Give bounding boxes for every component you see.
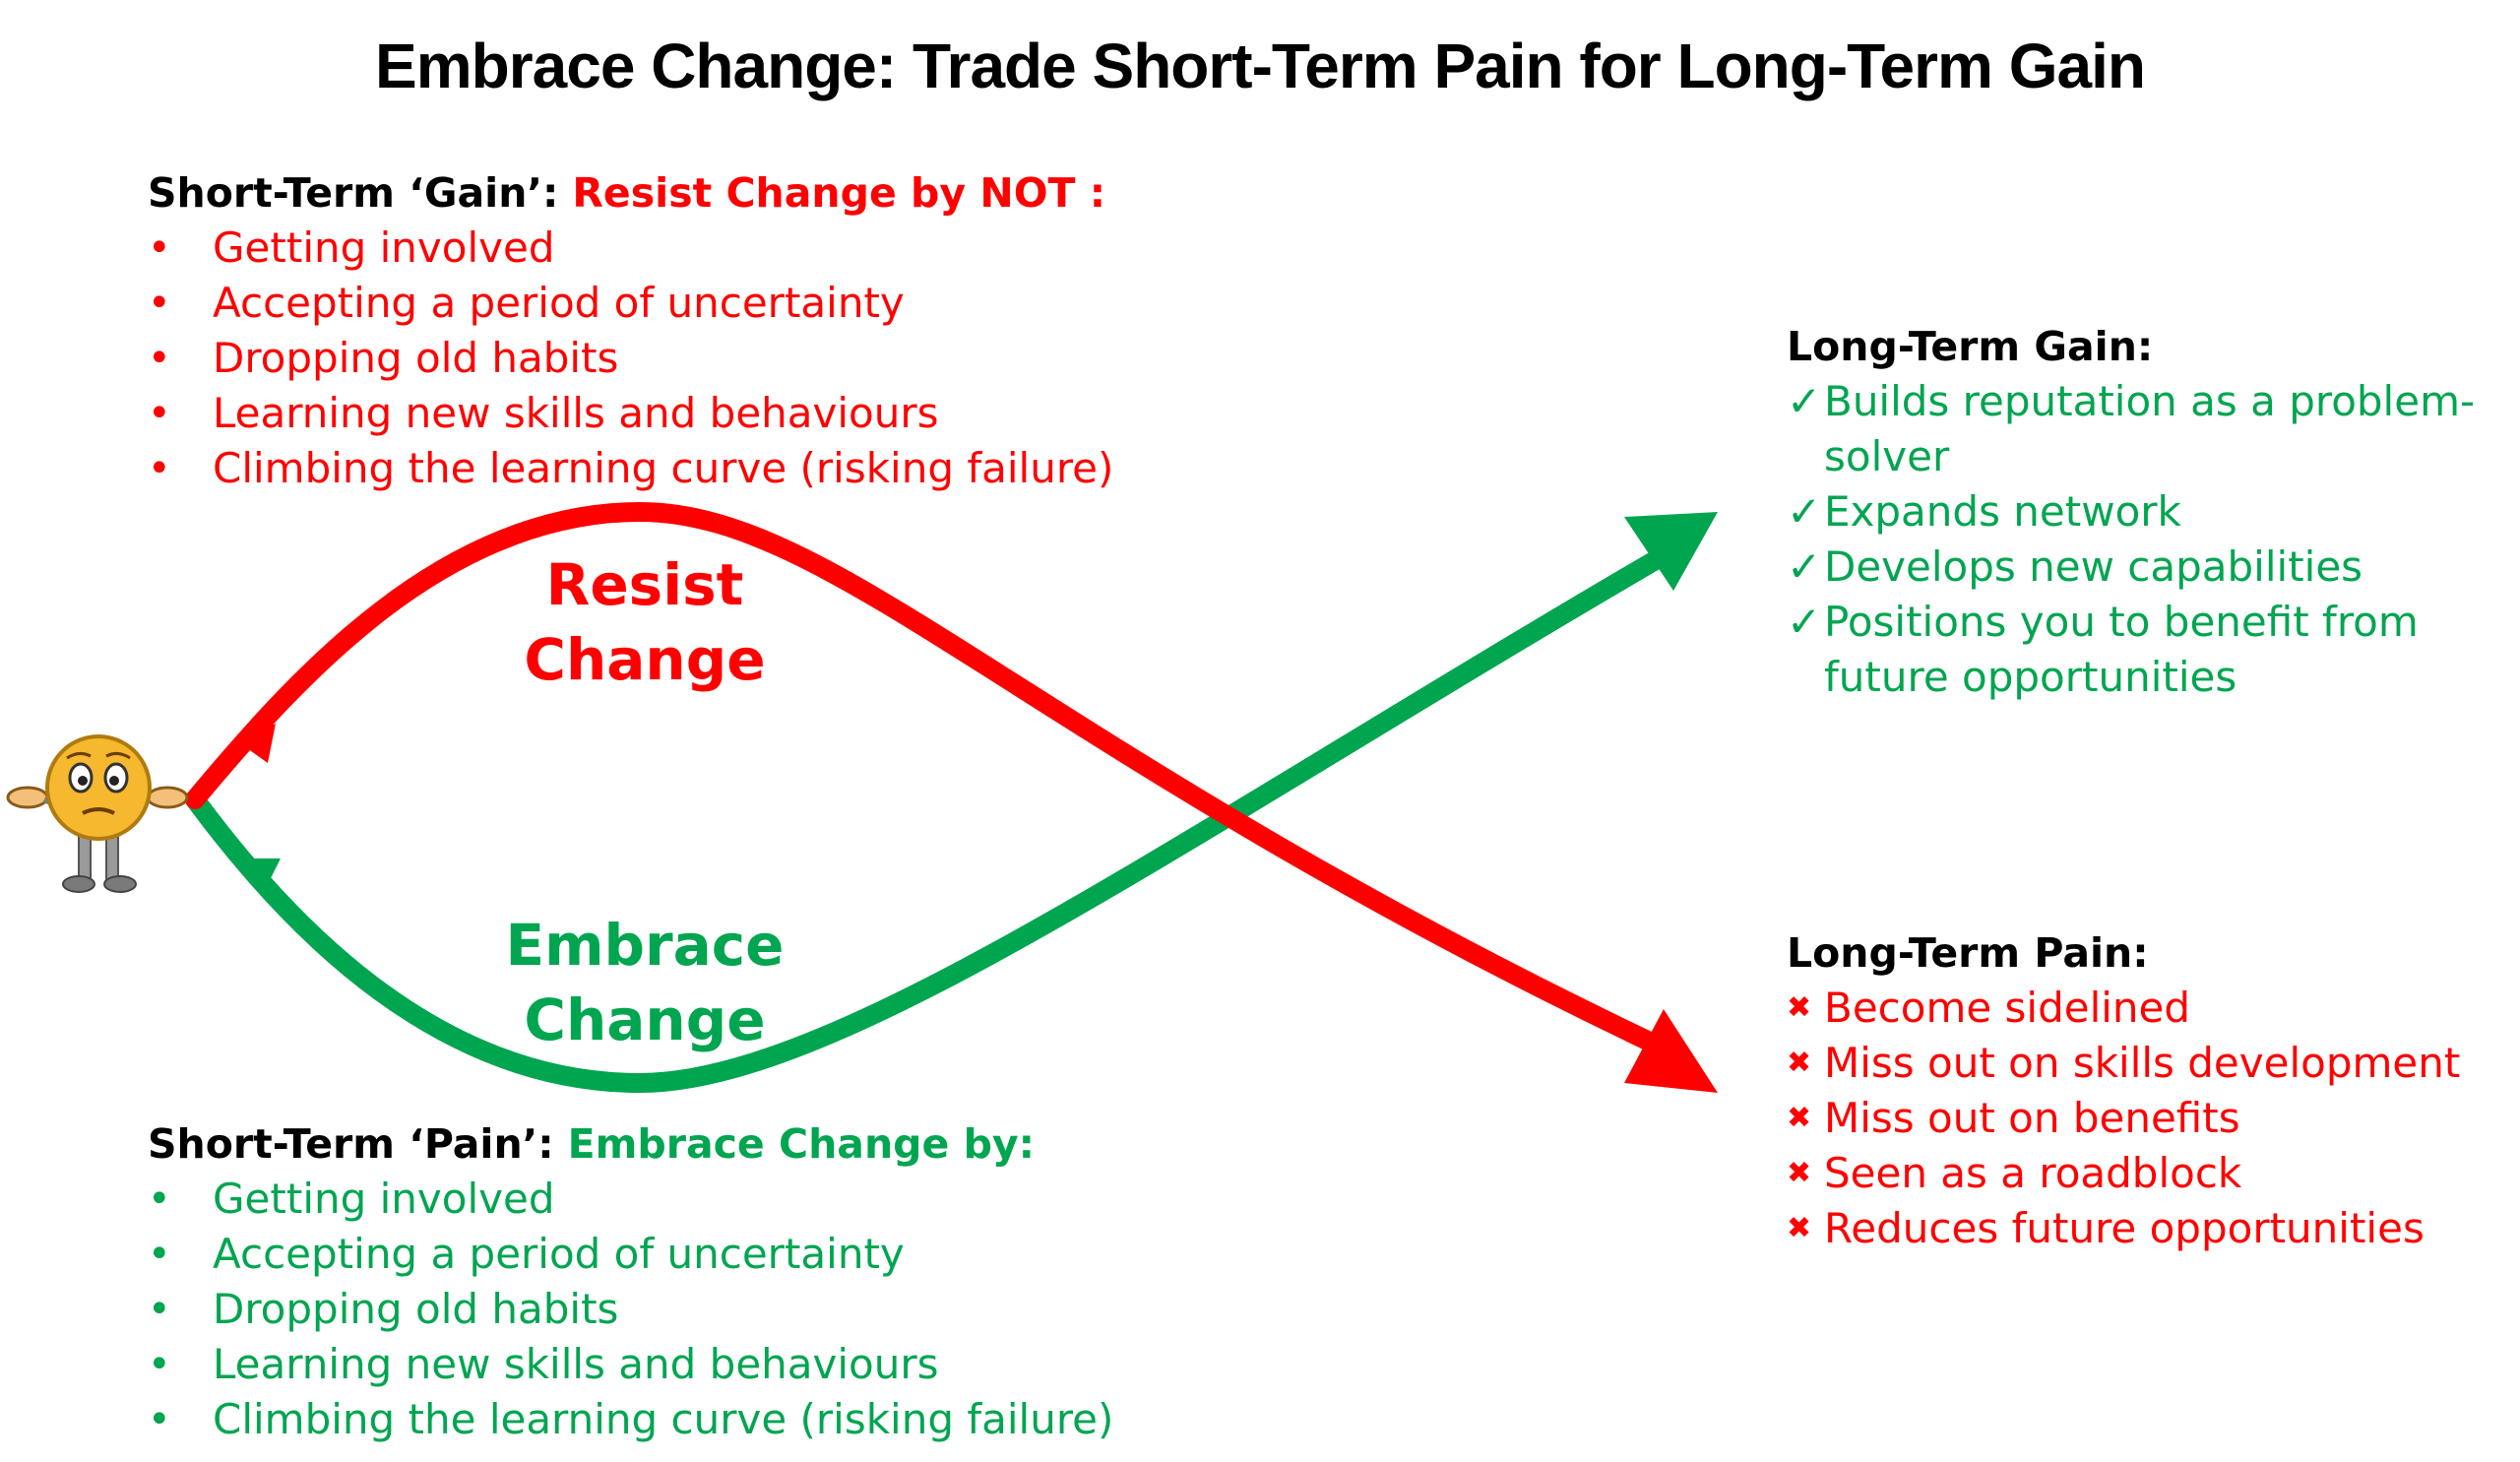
bullet-dot-icon: • <box>148 281 171 326</box>
short-term-gain-heading: Short-Term ‘Gain’: Resist Change by NOT : <box>148 165 1113 221</box>
short-term-gain-block: Short-Term ‘Gain’: Resist Change by NOT :… <box>148 165 1113 496</box>
list-item: ✓Builds reputation as a problem-solver <box>1787 374 2505 484</box>
long-term-pain-block: Long-Term Pain: ✖Become sidelined ✖Miss … <box>1787 925 2505 1256</box>
short-term-pain-block: Short-Term ‘Pain’: Embrace Change by: •Ge… <box>148 1116 1113 1447</box>
checkmark-icon: ✓ <box>1787 542 1822 591</box>
short-term-gain-heading-label: Short-Term ‘Gain’: <box>148 169 559 217</box>
list-item: ✖Become sidelined <box>1787 981 2505 1036</box>
short-term-gain-highlight: Resist Change by NOT : <box>572 169 1106 217</box>
bullet-dot-icon: • <box>148 1287 171 1332</box>
long-term-pain-list: ✖Become sidelined ✖Miss out on skills de… <box>1787 981 2505 1256</box>
long-term-gain-block: Long-Term Gain: ✓Builds reputation as a … <box>1787 319 2505 705</box>
list-item: ✓Positions you to benefit from future op… <box>1787 595 2505 705</box>
cross-icon: ✖ <box>1787 1156 1812 1190</box>
resist-change-path <box>185 501 1664 1053</box>
list-item: •Climbing the learning curve (risking fa… <box>148 1392 1113 1447</box>
checkmark-icon: ✓ <box>1787 377 1822 425</box>
list-item: •Dropping old habits <box>148 1282 1113 1337</box>
cross-icon: ✖ <box>1787 1211 1812 1245</box>
bullet-dot-icon: • <box>148 1232 171 1277</box>
resist-arrowhead <box>1624 1009 1718 1093</box>
embrace-change-label: Embrace Change <box>468 908 822 1057</box>
embrace-start-arrow <box>236 858 281 892</box>
checkmark-icon: ✓ <box>1787 598 1822 646</box>
short-term-gain-list: •Getting involved •Accepting a period of… <box>148 221 1113 496</box>
bullet-dot-icon: • <box>148 446 171 491</box>
bullet-dot-icon: • <box>148 1342 171 1387</box>
short-term-pain-heading: Short-Term ‘Pain’: Embrace Change by: <box>148 1116 1113 1172</box>
embrace-change-path <box>185 551 1664 1094</box>
cross-icon: ✖ <box>1787 1101 1812 1135</box>
embrace-arrowhead <box>1624 512 1718 591</box>
list-item: •Dropping old habits <box>148 331 1113 386</box>
resist-change-label: Resist Change <box>468 547 822 697</box>
list-item: •Getting involved <box>148 221 1113 276</box>
cross-icon: ✖ <box>1787 1046 1812 1080</box>
long-term-pain-heading: Long-Term Pain: <box>1787 929 2149 977</box>
cross-icon: ✖ <box>1787 990 1812 1025</box>
list-item: •Accepting a period of uncertainty <box>148 276 1113 331</box>
long-term-gain-list: ✓Builds reputation as a problem-solver ✓… <box>1787 374 2505 705</box>
bullet-dot-icon: • <box>148 1397 171 1442</box>
bullet-dot-icon: • <box>148 225 171 271</box>
embrace-label-line2: Change <box>524 986 766 1053</box>
resist-label-line1: Resist <box>545 551 744 618</box>
list-item: •Learning new skills and behaviours <box>148 386 1113 441</box>
bullet-dot-icon: • <box>148 1176 171 1222</box>
list-item: •Climbing the learning curve (risking fa… <box>148 441 1113 496</box>
confused-emoji-figure-icon <box>6 734 189 893</box>
short-term-pain-heading-label: Short-Term ‘Pain’: <box>148 1120 554 1168</box>
list-item: •Accepting a period of uncertainty <box>148 1227 1113 1282</box>
list-item: ✖Seen as a roadblock <box>1787 1146 2505 1201</box>
resist-label-line2: Change <box>524 626 766 693</box>
list-item: ✖Miss out on skills development <box>1787 1036 2505 1091</box>
list-item: ✖Miss out on benefits <box>1787 1091 2505 1146</box>
short-term-pain-list: •Getting involved •Accepting a period of… <box>148 1172 1113 1447</box>
bullet-dot-icon: • <box>148 336 171 381</box>
short-term-pain-highlight: Embrace Change by: <box>567 1120 1036 1168</box>
list-item: •Learning new skills and behaviours <box>148 1337 1113 1392</box>
list-item: ✓Expands network <box>1787 484 2505 540</box>
checkmark-icon: ✓ <box>1787 487 1822 536</box>
resist-start-arrow <box>236 724 276 763</box>
bullet-dot-icon: • <box>148 391 171 436</box>
list-item: ✖Reduces future opportunities <box>1787 1201 2505 1256</box>
list-item: ✓Develops new capabilities <box>1787 540 2505 595</box>
page-title: Embrace Change: Trade Short-Term Pain fo… <box>375 31 2146 101</box>
embrace-label-line1: Embrace <box>505 912 785 979</box>
long-term-gain-heading: Long-Term Gain: <box>1787 323 2154 370</box>
list-item: •Getting involved <box>148 1172 1113 1227</box>
